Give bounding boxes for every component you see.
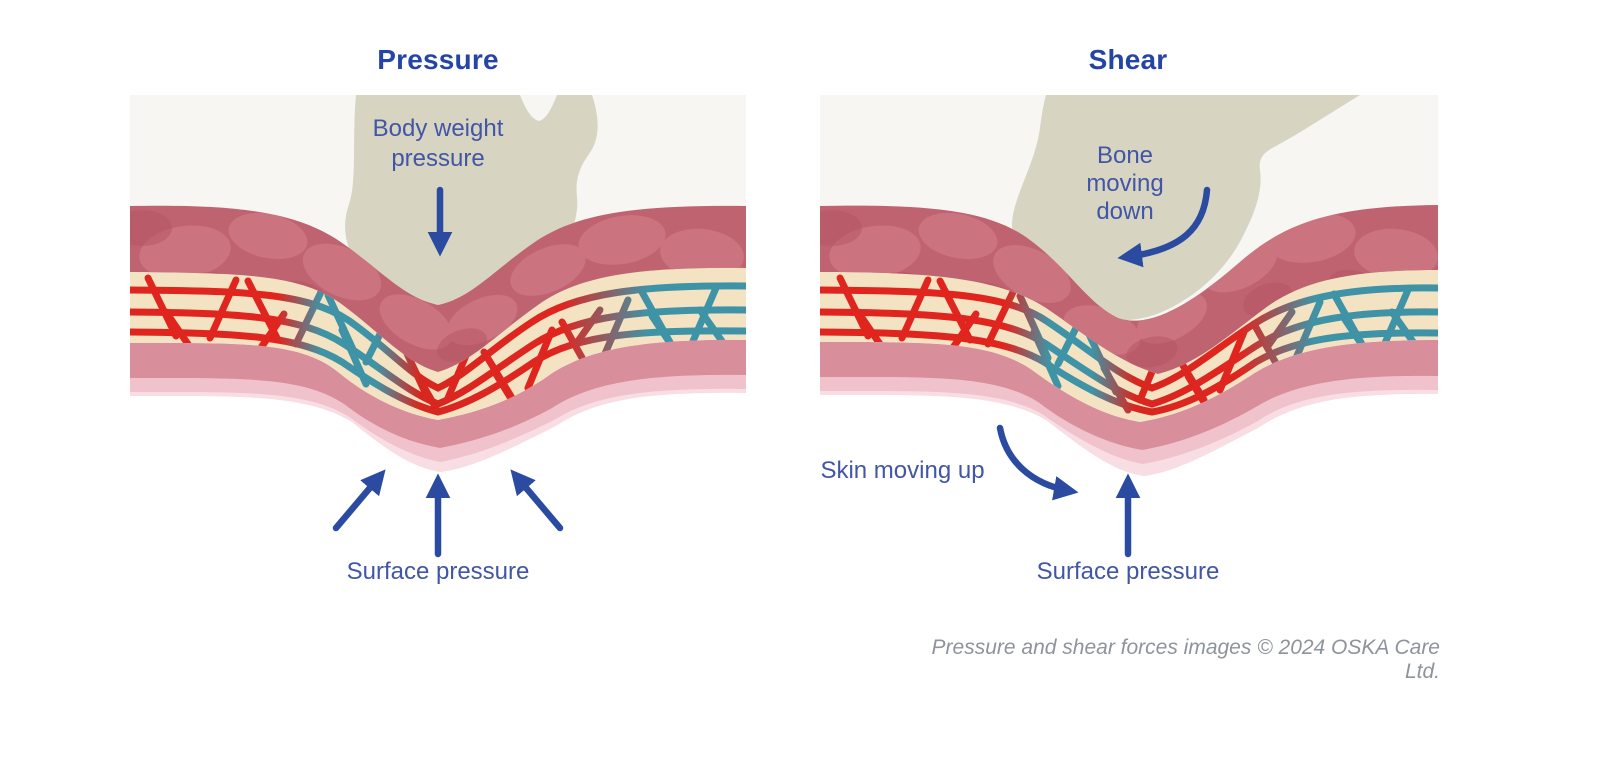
capillary-layer <box>130 267 746 420</box>
bone-moving-down-label: Bone moving down <box>1086 142 1164 225</box>
skin-moving-up-arrow-icon <box>996 424 1079 501</box>
capillary-vessels <box>130 274 746 416</box>
surface-pressure-label-right: Surface pressure <box>1036 558 1220 585</box>
body-weight-pressure-label: Body weight pressure <box>372 115 504 172</box>
surface-pressure-label-left: Surface pressure <box>346 558 530 585</box>
shear-panel-illustration <box>820 95 1438 558</box>
skin-layer-mid <box>130 339 746 448</box>
surface-pressure-arrows-icon <box>332 469 564 558</box>
copyright-credit: Pressure and shear forces images © 2024 … <box>931 636 1440 683</box>
skin-layer-mid <box>820 340 1438 450</box>
shear-title: Shear <box>1088 44 1168 75</box>
pressure-title: Pressure <box>377 44 499 75</box>
pressure-panel-illustration <box>130 95 746 558</box>
bone-shape <box>1012 95 1360 321</box>
skin-moving-up-label: Skin moving up <box>820 457 985 484</box>
bone-moving-down-arrow-icon <box>1117 186 1211 268</box>
